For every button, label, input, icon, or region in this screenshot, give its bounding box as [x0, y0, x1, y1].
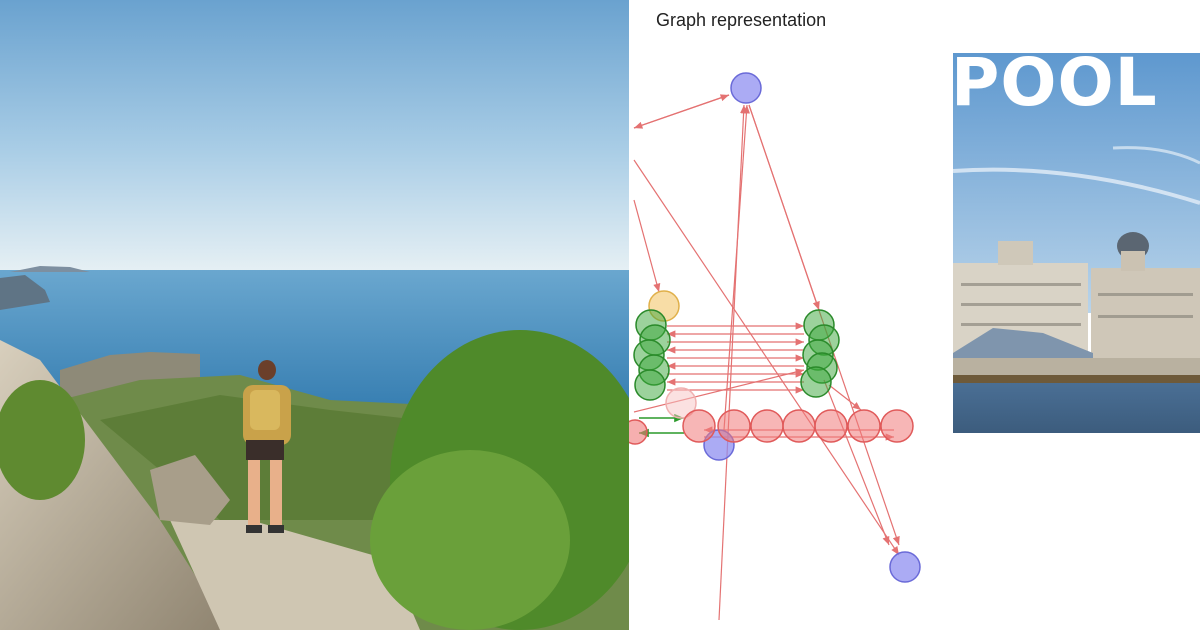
- graph-node: [800, 366, 832, 398]
- rock-outcrop: [150, 455, 230, 525]
- graph-node: [634, 369, 666, 401]
- bridge: [953, 328, 1093, 358]
- hiker: [243, 360, 291, 533]
- graph-title: Graph representation: [656, 10, 827, 30]
- left-cliff-distant: [0, 275, 50, 310]
- graph-edge: [828, 384, 862, 411]
- overlay-title-text: POOL: [953, 53, 1158, 121]
- cloud-streak: [953, 167, 1200, 205]
- graph-diagram: [629, 72, 921, 621]
- quay: [953, 358, 1200, 380]
- graph-nodes: [629, 72, 921, 583]
- waterfront-scene: [953, 53, 1200, 433]
- graph-node: [717, 409, 751, 443]
- cloud-streak: [1112, 146, 1200, 165]
- quay-edge: [953, 375, 1200, 383]
- waterfront-photo: POOL: [953, 53, 1200, 433]
- graph-edge: [633, 368, 805, 413]
- bush-right-2: [370, 450, 570, 630]
- graph-node: [847, 409, 881, 443]
- graph-node: [814, 409, 848, 443]
- graph-node: [750, 409, 784, 443]
- trail: [170, 520, 420, 630]
- bush-left: [0, 380, 85, 500]
- graph-node: [880, 409, 914, 443]
- graph-edge: [823, 379, 890, 546]
- sky: [0, 0, 629, 272]
- graph-node: [730, 72, 762, 104]
- graph-edge: [633, 199, 661, 293]
- coastal-hike-photo: [0, 0, 629, 630]
- graph-node: [665, 387, 697, 419]
- graph-edges: [633, 94, 900, 621]
- graph-node: [889, 551, 921, 583]
- graph-edge: [633, 94, 730, 129]
- graph-representation-panel: Graph representation: [629, 0, 952, 630]
- building-domed: [1091, 268, 1200, 373]
- river: [953, 383, 1200, 433]
- graph-node: [782, 409, 816, 443]
- distant-island: [10, 266, 90, 272]
- graph-node: [629, 419, 648, 445]
- graph-node: [682, 409, 716, 443]
- graph-edge: [718, 104, 748, 621]
- coastal-hike-scene: [0, 0, 629, 630]
- graph-edge: [723, 104, 750, 431]
